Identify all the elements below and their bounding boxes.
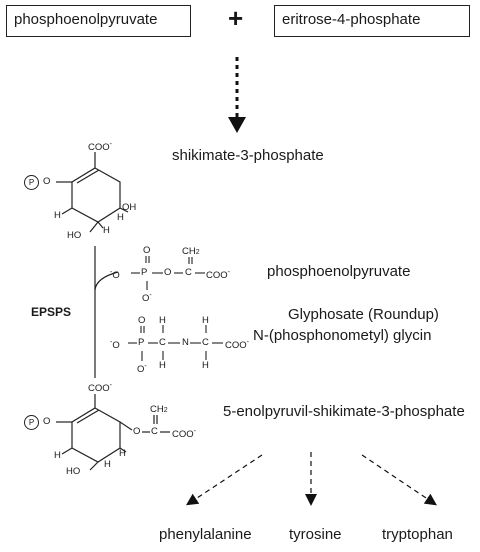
pep-o-top: O <box>143 245 151 256</box>
gly-h1-top: H <box>159 315 166 326</box>
product-tyrosine: tyrosine <box>289 526 342 543</box>
lower-ch2: CH2 <box>150 404 168 415</box>
lower-c: C <box>151 426 158 437</box>
epsp-label: 5-enolpyruvil-shikimate-3-phosphate <box>223 403 465 420</box>
reactant-right-label: eritrose-4-phosphate <box>282 11 421 28</box>
transfer-arrow <box>94 271 119 291</box>
gly-o-bottom: O- <box>137 363 147 376</box>
arrow-phenylalanine <box>185 454 263 506</box>
pep-coo: COO- <box>206 269 230 282</box>
upper-h-right: H <box>103 225 110 236</box>
upper-h-left: H <box>54 210 61 221</box>
gly-h2-top: H <box>202 315 209 326</box>
gly-c2: C <box>202 337 209 348</box>
gly-h2-bottom: H <box>202 360 209 371</box>
upper-phosphate-circle: P <box>24 175 39 190</box>
gly-c1: C <box>159 337 166 348</box>
gly-h1-bottom: H <box>159 360 166 371</box>
shikimate-ring <box>56 152 129 233</box>
eritrose-4-phosphate-box: eritrose-4-phosphate <box>274 5 470 37</box>
lower-coo-tail: COO- <box>172 428 196 441</box>
upper-o: O <box>43 176 51 187</box>
reaction-arrowhead <box>228 117 246 133</box>
pep-p: P <box>141 267 148 278</box>
reactant-left-label: phosphoenolpyruvate <box>14 11 158 28</box>
glyphosate-label-line1: Glyphosate (Roundup) <box>288 306 439 323</box>
pep-ch2: CH2 <box>182 246 200 257</box>
pep-structure <box>131 256 205 290</box>
lower-phosphate-circle: P <box>24 415 39 430</box>
gly-n: N <box>182 337 189 348</box>
upper-coo: COO- <box>88 141 112 154</box>
product-phenylalanine: phenylalanine <box>159 526 252 543</box>
upper-ho: HO <box>67 230 82 241</box>
pep-o-bridge: O <box>164 267 172 278</box>
glyphosate-structure <box>128 325 223 361</box>
gly-o-minus: -O <box>110 339 120 352</box>
lower-h-right: H <box>104 459 111 470</box>
lower-o-bridge: O <box>133 426 141 437</box>
lower-h-mid: H <box>119 448 126 459</box>
lower-coo: COO- <box>88 382 112 395</box>
plus-sign: + <box>228 3 244 33</box>
upper-h-mid: H <box>117 212 124 223</box>
gly-coo: COO- <box>225 339 249 352</box>
pep-c: C <box>185 267 192 278</box>
pep-o-minus: -O <box>110 269 120 282</box>
gly-o-top: O <box>138 315 146 326</box>
upper-oh: OH <box>122 202 137 213</box>
lower-o: O <box>43 416 51 427</box>
glyphosate-label-line2: N-(phosphonometyl) glycin <box>253 327 432 344</box>
arrow-tryptophan <box>361 454 437 506</box>
phosphoenolpyruvate-box: phosphoenolpyruvate <box>6 5 191 37</box>
gly-p: P <box>138 337 145 348</box>
lower-h-left: H <box>54 450 61 461</box>
pep-label: phosphoenolpyruvate <box>267 263 411 280</box>
product-tryptophan: tryptophan <box>382 526 453 543</box>
shikimate-label: shikimate-3-phosphate <box>172 147 324 164</box>
epsp-ring <box>56 394 170 471</box>
enzyme-label: EPSPS <box>31 305 72 319</box>
lower-ho: HO <box>66 466 81 477</box>
pep-o-bottom: O- <box>142 292 152 305</box>
